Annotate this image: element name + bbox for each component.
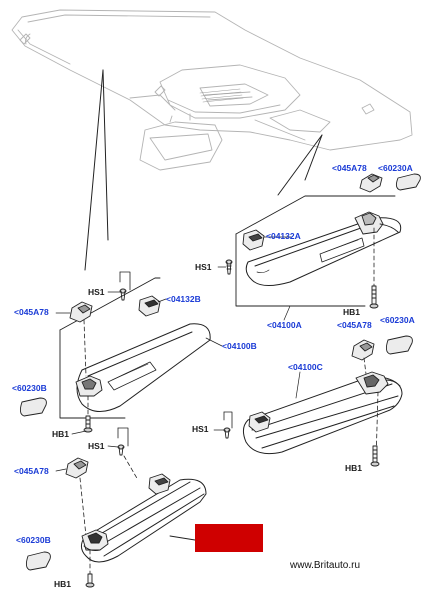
roof-fastener-marks [19, 33, 375, 115]
visor-clip-right-lower [248, 411, 271, 433]
callout-hb1-right-2: HB1 [345, 463, 363, 473]
callout-60230b-left-2[interactable]: <60230B [16, 535, 51, 545]
visor-clip-left-lower [148, 473, 171, 495]
bracket-045a78-left-1 [69, 301, 93, 323]
dash-line-left-2 [79, 455, 139, 577]
console-grille [199, 88, 244, 103]
callout-04132b[interactable]: <04132B [166, 294, 201, 304]
callout-hs1-right-2: HS1 [192, 424, 209, 434]
bracket-045a78-right-2 [351, 339, 375, 361]
group-box-04100b [59, 277, 161, 419]
screw-hb1-right-2 [370, 445, 380, 467]
callout-04100b[interactable]: <04100B [222, 341, 257, 351]
vehicle-roof-context [11, 9, 413, 171]
callout-60230b-left-1[interactable]: <60230B [12, 383, 47, 393]
hs1-bracket-line-left-lower [117, 427, 129, 447]
sun-visor-04100a [245, 217, 402, 286]
cap-60230a-right-1 [395, 173, 421, 191]
screw-hs1-right-upper [225, 259, 233, 275]
pivot-bracket-right-lower [355, 371, 401, 395]
screw-hb1-right-1 [369, 285, 379, 309]
cap-60230a-right-2 [385, 335, 413, 355]
callout-04100c[interactable]: <04100C [288, 362, 323, 372]
visor-clip-04132b [138, 295, 161, 317]
callout-hs1-right-1: HS1 [195, 262, 212, 272]
hs1-bracket-line-right-lower [223, 411, 233, 429]
pivot-bracket-left-lower [81, 529, 109, 551]
sun-visor-highlighted [80, 478, 207, 563]
callout-hb1-right-1: HB1 [343, 307, 361, 317]
pivot-bracket-right-upper [354, 211, 399, 235]
visor-clip-04132a [242, 229, 265, 251]
callout-leaders [55, 236, 301, 472]
callout-hb1-left-1: HB1 [52, 429, 70, 439]
bracket-045a78-right-1 [359, 173, 383, 193]
screw-hs1-left-lower [117, 444, 125, 456]
cap-60230b-left-2 [25, 551, 51, 571]
screw-hs1-right-lower [223, 427, 231, 439]
leader-lines [84, 69, 323, 271]
bracket-045a78-left-2 [65, 457, 89, 479]
callout-045a78-left-2[interactable]: <045A78 [14, 466, 49, 476]
callout-hs1-left-1: HS1 [88, 287, 105, 297]
pivot-bracket-left-upper [75, 375, 103, 397]
sun-visor-04100b [76, 323, 211, 412]
hs1-bracket-line-left-upper [119, 271, 131, 291]
callout-045a78-right-1[interactable]: <045A78 [332, 163, 367, 173]
cap-60230b-left-1 [19, 397, 47, 417]
callout-045a78-left-1[interactable]: <045A78 [14, 307, 49, 317]
callout-045a78-right-2[interactable]: <045A78 [337, 320, 372, 330]
dash-line-left-1 [83, 319, 89, 417]
callout-60230a-right-1[interactable]: <60230A [378, 163, 413, 173]
screw-hb1-left-1 [83, 415, 93, 433]
highlight-box [195, 524, 263, 552]
screw-hb1-left-2 [85, 573, 95, 588]
callout-hb1-left-2: HB1 [54, 579, 72, 589]
callout-04132a[interactable]: <04132A [266, 231, 301, 241]
watermark: www.Britauto.ru [290, 560, 361, 571]
leader-to-highlight [169, 535, 196, 541]
callout-hs1-left-2: HS1 [88, 441, 105, 451]
callout-60230a-right-2[interactable]: <60230A [380, 315, 415, 325]
screw-hs1-left-upper [119, 288, 127, 301]
group-box-04100a [235, 195, 396, 307]
callout-04100a[interactable]: <04100A [267, 320, 302, 330]
